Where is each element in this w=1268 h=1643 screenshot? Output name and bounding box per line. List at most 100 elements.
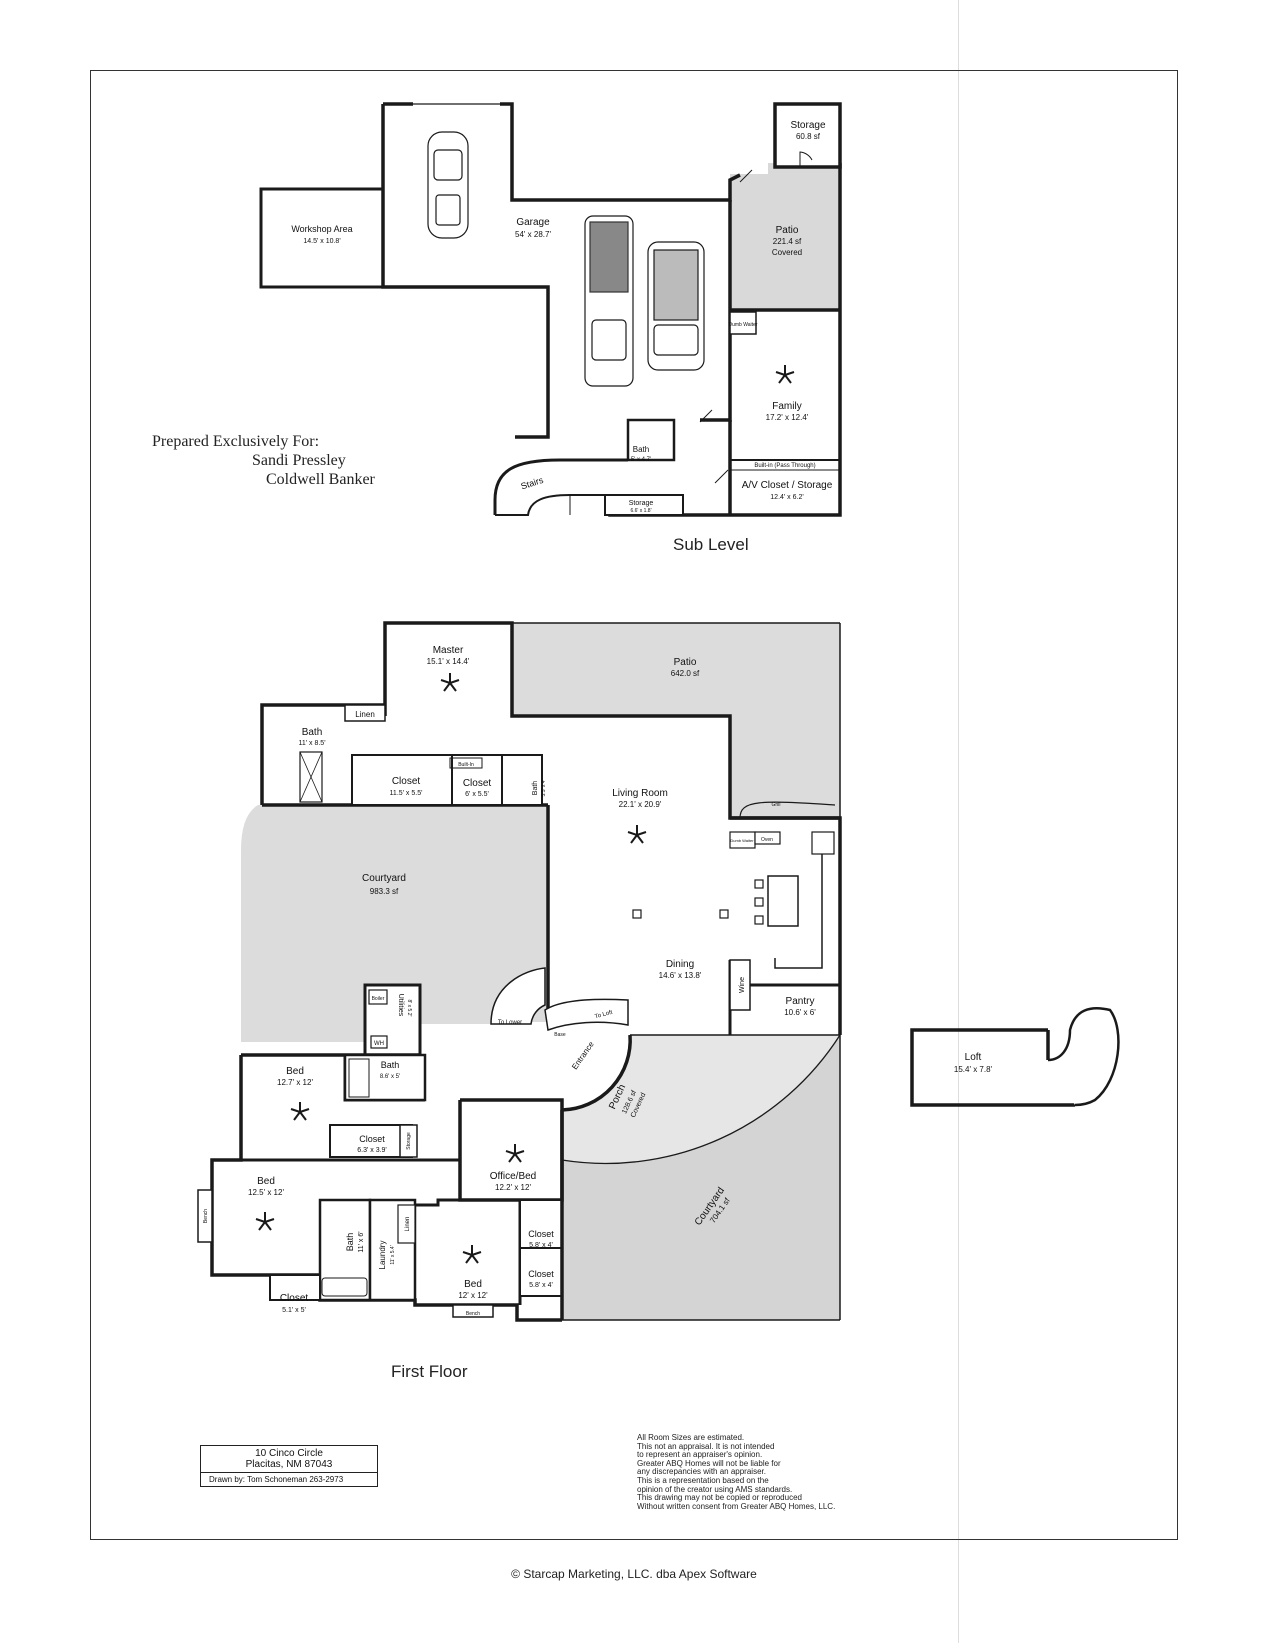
storage-hall xyxy=(399,1124,418,1158)
room-name: Living Room xyxy=(612,788,668,799)
disclaimer-line: This drawing may not be copied or reprod… xyxy=(637,1493,802,1503)
room-label: Dumb Waiter xyxy=(729,322,758,328)
room-name: Storage xyxy=(629,500,654,507)
kitchen-walls xyxy=(730,816,842,1035)
room-name: Workshop Area xyxy=(291,224,352,234)
drawn-by: Drawn by: Tom Schoneman 263-2973 xyxy=(201,1472,377,1486)
page-fold-line xyxy=(958,0,959,1643)
ceiling-fan-icon xyxy=(440,673,460,692)
room-size: 11' x 8.5' xyxy=(298,740,325,747)
room-size: 5.1' x 5' xyxy=(282,1307,306,1314)
room-name: Bath xyxy=(381,1060,400,1070)
room-name: Bed xyxy=(464,1279,482,1290)
room-name: Family xyxy=(772,401,801,412)
room-label: Dumb Waiter xyxy=(730,838,754,843)
oven xyxy=(754,831,781,845)
address-box: 10 Cinco Circle Placitas, NM 87043 Drawn… xyxy=(200,1445,378,1487)
bath-sub-room xyxy=(626,418,676,462)
stairs-curve xyxy=(493,458,628,515)
room-size: 11' x 6' xyxy=(358,1231,365,1252)
loft-spiral-stair xyxy=(1047,1006,1120,1107)
sub-patio-area xyxy=(730,163,840,310)
room-size: 983.3 sf xyxy=(370,887,399,896)
client-name: Sandi Pressley xyxy=(252,452,346,469)
disclaimer-line: any discrepancies with an appraiser. xyxy=(637,1467,766,1477)
closet-corner xyxy=(269,1274,321,1301)
room-label: Wine xyxy=(739,977,746,993)
room-label: Boiler xyxy=(372,996,385,1002)
courtyard-main-area xyxy=(241,805,548,1042)
room-label: Bench xyxy=(203,1209,209,1223)
room-size: 8' x 5.2' xyxy=(406,1000,412,1017)
dumb-waiter-sub xyxy=(729,311,757,335)
porch-curve xyxy=(561,1034,632,1112)
closet-master-1 xyxy=(351,754,453,806)
boiler xyxy=(368,989,388,1005)
room-name: Storage xyxy=(790,120,825,131)
ceiling-fan-icon xyxy=(505,1144,525,1163)
disclaimer-line: Greater ABQ Homes will not be liable for xyxy=(637,1458,781,1468)
room-size: 12.7' x 12' xyxy=(277,1078,313,1087)
room-size: 8.6' x 5' xyxy=(380,1074,400,1080)
master-bath-walls xyxy=(260,703,385,805)
room-size: 54' x 28.7' xyxy=(515,230,551,239)
disclaimer-line: Without written consent from Greater ABQ… xyxy=(637,1501,836,1511)
room-name: Master xyxy=(433,645,464,656)
first-floor-plan xyxy=(197,621,842,1322)
room-name: Dining xyxy=(666,959,694,970)
utilities-room xyxy=(363,983,422,1057)
room-name: Bath xyxy=(532,781,539,796)
porch-area xyxy=(562,1035,840,1164)
ceiling-fan-icon xyxy=(255,1212,275,1231)
first-floor-title: First Floor xyxy=(391,1362,468,1381)
ceiling-fan-icon xyxy=(627,825,647,844)
room-label: Base xyxy=(554,1032,566,1038)
room-label: Bench xyxy=(466,1311,480,1317)
room-size: 12.4' x 6.2' xyxy=(770,494,803,501)
prepared-heading: Prepared Exclusively For: xyxy=(152,433,320,450)
courtyard-curve-edge xyxy=(561,1034,841,1165)
room-size: 5.8' x 4' xyxy=(529,1242,553,1249)
room-name: Closet xyxy=(280,1293,309,1304)
room-name: Garage xyxy=(516,217,550,228)
closet-master-2 xyxy=(451,754,503,806)
room-name: Closet xyxy=(528,1269,554,1279)
stair-to-loft xyxy=(544,998,629,1032)
room-size: 5.5' x 4' xyxy=(541,779,547,796)
closet-a xyxy=(519,1199,563,1249)
room-name: Closet xyxy=(463,778,492,789)
room-size: 6.3' x 3.9' xyxy=(357,1147,387,1154)
room-size: 642.0 sf xyxy=(671,669,700,678)
room-name: Bed xyxy=(286,1066,304,1077)
brokerage-name: Coldwell Banker xyxy=(266,471,375,488)
room-label: Built-in (Pass Through) xyxy=(754,463,815,469)
room-size: 11' x 5.4' xyxy=(390,1245,396,1264)
room-size: 14.5' x 10.8' xyxy=(303,238,340,245)
room-label: Grill xyxy=(772,802,781,808)
room-label: To Lower xyxy=(498,1020,522,1026)
room-size: 12.5' x 12' xyxy=(248,1188,284,1197)
room-label: Linen xyxy=(355,710,375,719)
pickup-truck-icon xyxy=(584,215,634,387)
disclaimer-line: to represent an appraiser's opinion. xyxy=(637,1450,763,1460)
linen-hall xyxy=(397,1204,416,1244)
room-size: 11.5' x 5.5' xyxy=(390,790,423,797)
room-name: Closet xyxy=(528,1229,554,1239)
disclaimer-line: All Room Sizes are estimated. xyxy=(637,1433,745,1442)
room-size: 60.8 sf xyxy=(796,132,821,141)
room-label: Entrance xyxy=(570,1039,596,1071)
room-name: Utilities xyxy=(397,994,404,1017)
room-size: 10.6' x 6' xyxy=(784,1008,816,1017)
sub-level-title: Sub Level xyxy=(673,535,749,554)
room-note: Covered xyxy=(772,248,802,257)
room-size: 15.1' x 14.4' xyxy=(427,657,470,666)
room-name: Bed xyxy=(257,1176,275,1187)
room-label: Storage xyxy=(406,1132,412,1150)
room-label: Stairs xyxy=(520,475,545,492)
bench-left xyxy=(197,1189,213,1243)
kitchen-island xyxy=(767,875,799,927)
copyright-footer: © Starcap Marketing, LLC. dba Apex Softw… xyxy=(511,1567,757,1581)
drawing-frame xyxy=(90,70,1178,1540)
prepared-for-block: Prepared Exclusively For: Sandi Pressley… xyxy=(152,432,375,489)
bath1-room xyxy=(343,1053,427,1102)
